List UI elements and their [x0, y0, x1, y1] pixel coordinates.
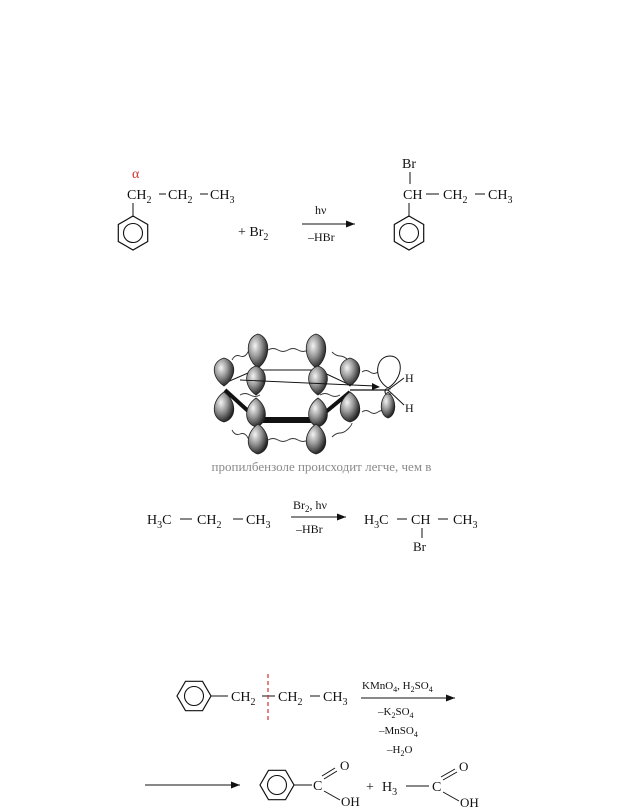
condition-light: hν [315, 203, 327, 217]
p-orbital-conjugation-diagram: H H C [213, 333, 414, 455]
product-ch2: CH2 [443, 188, 467, 206]
reactant-ch2-1: CH2 [231, 690, 255, 708]
plus-sign: + [366, 780, 374, 795]
condition-minus-hbr: –HBr [295, 522, 323, 536]
reaction-1-benzylic-bromination: α CH2 CH2 CH3 + Br2 hν –HBr Br CH CH2 CH… [117, 157, 512, 251]
empty-p-orbital [377, 355, 401, 389]
product-br: Br [413, 539, 427, 554]
caption-text: пропилбензоле происходит легче, чем в [211, 459, 432, 474]
hydroxyl-1: OH [341, 794, 360, 809]
product-br: Br [402, 157, 416, 172]
benzene-ring [117, 215, 149, 251]
carboxyl-carbon-1: C [313, 779, 322, 794]
bond [323, 790, 341, 801]
reactant-ch2: CH2 [197, 513, 221, 531]
reactant-ch2-2: CH2 [168, 188, 192, 206]
hydrogen-label-2: H [405, 401, 414, 415]
bromine-reagent: + Br2 [238, 225, 268, 243]
reactant-h3c: H3C [147, 513, 171, 531]
condition-kmno4-h2so4: KMnO4, H2SO4 [362, 680, 433, 694]
hydroxyl-2: OH [460, 795, 479, 810]
reaction-3-oxidation: CH2 CH2 CH3 KMnO4, H2SO4 –K2SO4 –MnSO4 –… [145, 674, 479, 810]
arrow-head [231, 781, 240, 789]
reactant-ch3: CH3 [323, 690, 347, 708]
reactant-ch3: CH3 [210, 188, 234, 206]
product-ch: CH [411, 513, 430, 528]
product-h3c: H3C [364, 513, 388, 531]
benzene-ring [259, 769, 295, 801]
reactant-ch3: CH3 [246, 513, 270, 531]
filled-p-orbital [380, 391, 396, 419]
benzene-ring [176, 680, 212, 712]
double-bond [442, 771, 458, 781]
product-ch3: CH3 [453, 513, 477, 531]
carbon-label: C [384, 386, 391, 398]
carboxyl-carbon-2: C [432, 780, 441, 795]
benzene-ring [393, 215, 425, 251]
bond [442, 791, 460, 802]
reactant-ch2-2: CH2 [278, 690, 302, 708]
carbonyl-oxygen-2: O [459, 759, 468, 774]
product-ch: CH [403, 188, 422, 203]
hydrogen-label-1: H [405, 371, 414, 385]
condition-mnso4: –MnSO4 [378, 725, 418, 739]
condition-minus-hbr: –HBr [307, 230, 335, 244]
reaction-2-propane-bromination: H3C CH2 CH3 Br2, hν –HBr H3C CH CH3 Br [147, 498, 477, 554]
condition-br2-light: Br2, hν [293, 498, 328, 514]
condition-k2so4: –K2SO4 [377, 706, 414, 720]
double-bond [323, 770, 338, 780]
conjugation-arrow [239, 379, 376, 387]
arrow-head [346, 220, 355, 228]
acetic-h3c: H3 [382, 780, 397, 798]
arrow-head [446, 694, 455, 702]
carbonyl-oxygen-1: O [340, 758, 349, 773]
reactant-ch2-1: CH2 [127, 188, 151, 206]
arrow-head [372, 383, 380, 390]
arrow-head [337, 513, 346, 521]
product-ch3: CH3 [488, 188, 512, 206]
condition-h2o: –H2O [386, 744, 412, 758]
alpha-label: α [132, 167, 140, 182]
